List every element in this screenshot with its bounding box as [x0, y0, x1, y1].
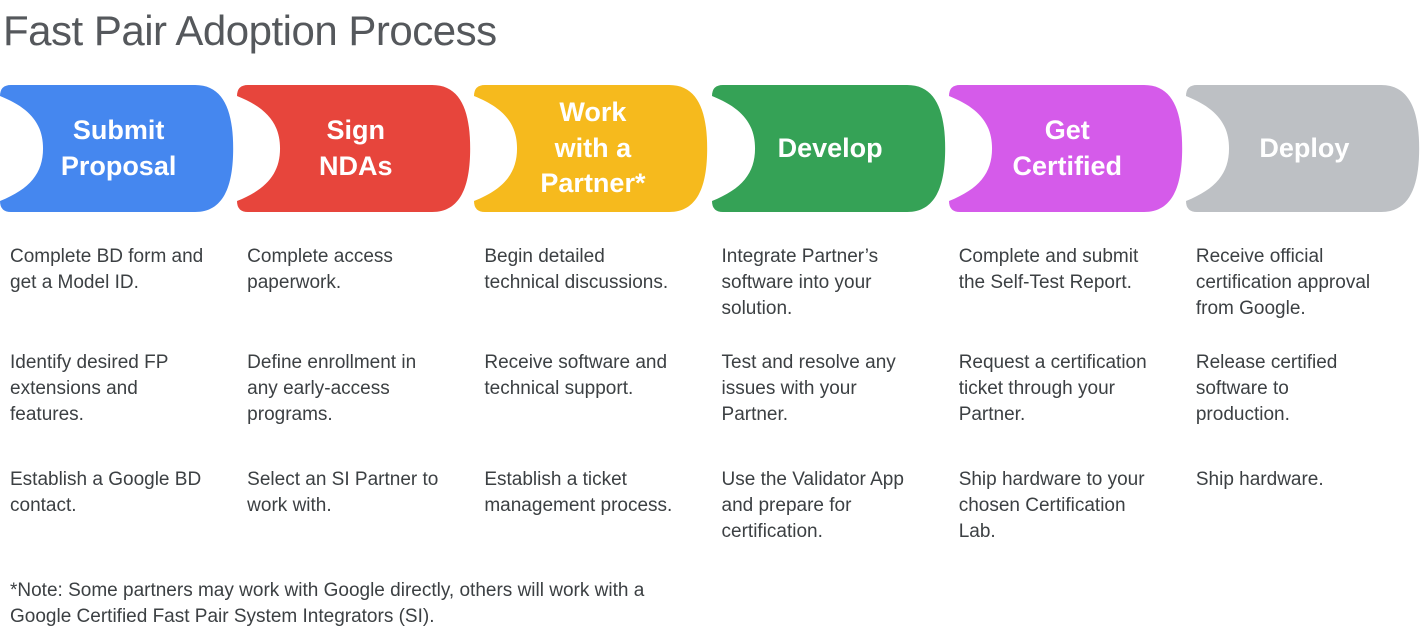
task-cell: Test and resolve any issues with your Pa…: [721, 352, 896, 425]
task-cell: Complete and submit the Self-Test Report…: [958, 246, 1139, 293]
step-shape-green: [711, 85, 945, 212]
footnote: *Note: Some partners may work with Googl…: [10, 580, 645, 627]
step-shape-red: [237, 85, 471, 212]
step-develop: Develop: [711, 85, 949, 212]
task-cell: Establish a ticket management process.: [484, 469, 673, 516]
task-cell: Begin detailed technical discussions.: [484, 246, 669, 293]
task-cell: Ship hardware to your chosen Certificati…: [958, 469, 1145, 542]
task-cell: Request a certification ticket through y…: [958, 352, 1147, 425]
step-shape-gray: [1185, 85, 1420, 212]
tasks-row-1: Complete BD form and get a Model ID. Com…: [0, 244, 1423, 350]
task-cell: Ship hardware.: [1195, 469, 1324, 490]
task-cell: Complete access paperwork.: [247, 246, 393, 293]
step-deploy: Deploy: [1185, 85, 1423, 212]
step-work-with-a-partner: Work with a Partner*: [474, 85, 711, 212]
step-get-certified: Get Certified: [948, 85, 1186, 212]
process-steps-row: Submit Proposal Sign NDAs Work with a Pa…: [0, 85, 1423, 212]
task-cell: Receive software and technical support.: [484, 352, 668, 399]
tasks-row-3: Establish a Google BD contact. Select an…: [0, 467, 1423, 563]
task-cell: Integrate Partner’s software into your s…: [721, 246, 879, 319]
step-shape-magenta: [948, 85, 1182, 212]
task-cell: Receive official certification approval …: [1195, 246, 1371, 319]
task-cell: Identify desired FP extensions and featu…: [10, 352, 169, 425]
task-cell: Establish a Google BD contact.: [10, 469, 202, 516]
task-cell: Define enrollment in any early-access pr…: [247, 352, 417, 425]
task-cell: Complete BD form and get a Model ID.: [10, 246, 204, 293]
step-sign-ndas: Sign NDAs: [237, 85, 474, 212]
page-title: Fast Pair Adoption Process: [3, 7, 497, 54]
tasks-row-2: Identify desired FP extensions and featu…: [0, 350, 1423, 467]
step-submit-proposal: Submit Proposal: [0, 85, 237, 212]
step-shape-yellow: [474, 85, 708, 212]
task-cell: Use the Validator App and prepare for ce…: [721, 469, 904, 542]
task-cell: Release certified software to production…: [1195, 352, 1338, 425]
step-shape-blue: [0, 85, 234, 212]
task-cell: Select an SI Partner to work with.: [247, 469, 439, 516]
